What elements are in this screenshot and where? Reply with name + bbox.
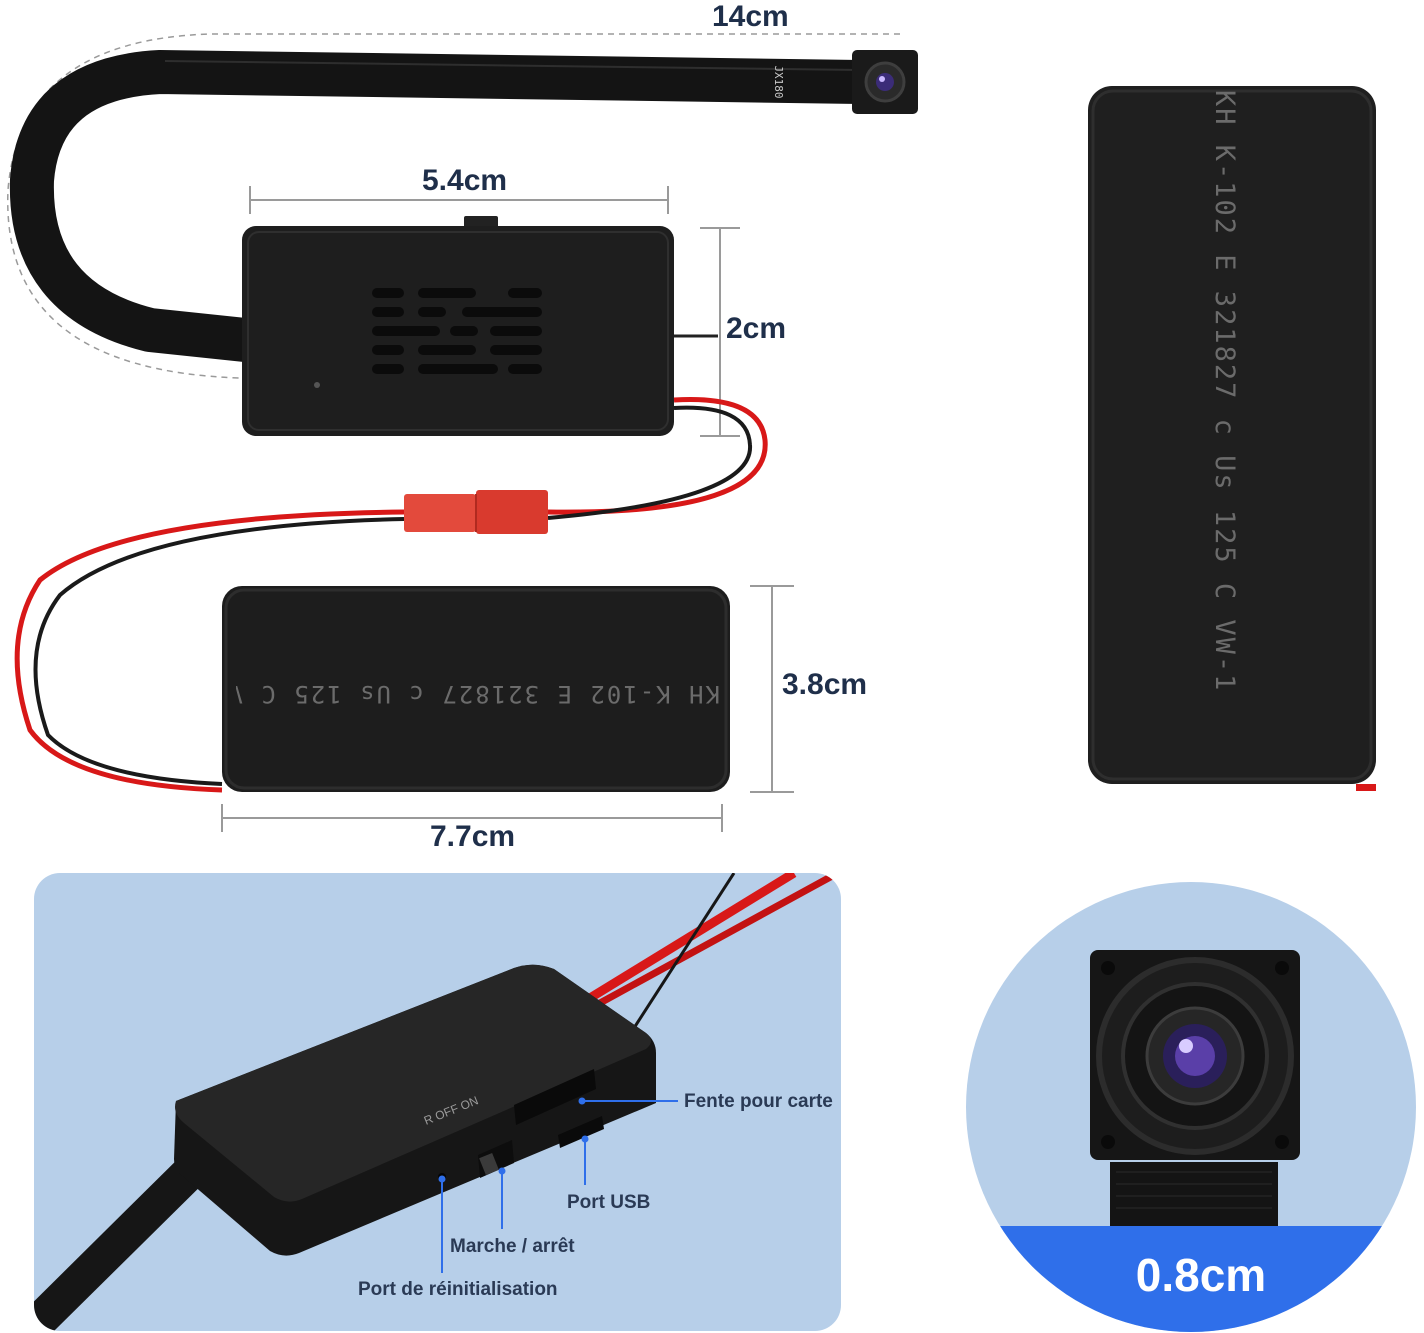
camera-head	[852, 50, 918, 114]
card-slot-callout: Fente pour carte	[684, 1091, 833, 1112]
ribbon-cable-edge	[164, 60, 861, 71]
lens-detail: 0.8cm	[966, 882, 1416, 1332]
module-width-label: 5.4cm	[422, 164, 508, 197]
ports-panel: R OFF ON Fente pour carte Port USB March…	[34, 873, 841, 1331]
jst-connector	[404, 490, 548, 534]
lens-size-label: 0.8cm	[1135, 1249, 1267, 1301]
power-switch-callout: Marche / arrêt	[450, 1236, 575, 1257]
lens-module	[1090, 950, 1300, 1242]
camera-module	[242, 216, 718, 436]
battery-vertical	[1088, 86, 1376, 791]
battery-print-vertical: KH K-102 E 321827 c Us 125 C VW-1	[1209, 90, 1240, 693]
battery-horizontal	[222, 586, 730, 792]
lens-size-band	[966, 1226, 1416, 1332]
cable-length-label: 14cm	[712, 0, 789, 33]
vent-grille	[372, 288, 542, 374]
cable-marking: JX180	[772, 65, 785, 99]
battery-print: KH K-102 E 321827 c Us 125 C VW-1	[236, 680, 720, 708]
battery-width-dimension	[221, 804, 723, 832]
ribbon-cable	[9, 50, 861, 362]
reset-port-callout: Port de réinitialisation	[358, 1279, 558, 1300]
module-height-label: 2cm	[726, 312, 787, 345]
callout-leaders	[441, 1100, 678, 1273]
battery-height-dimension	[750, 585, 794, 793]
device-perspective: R OFF ON	[34, 873, 836, 1331]
module-width-dimension	[249, 186, 669, 214]
battery-width-label: 7.7cm	[430, 820, 516, 853]
usb-port-callout: Port USB	[567, 1192, 651, 1213]
battery-height-label: 3.8cm	[782, 668, 868, 701]
power-wires	[14, 397, 768, 793]
microphone-hole	[314, 382, 320, 388]
cable-length-guide	[7, 33, 900, 379]
top-illustration	[7, 33, 1376, 832]
